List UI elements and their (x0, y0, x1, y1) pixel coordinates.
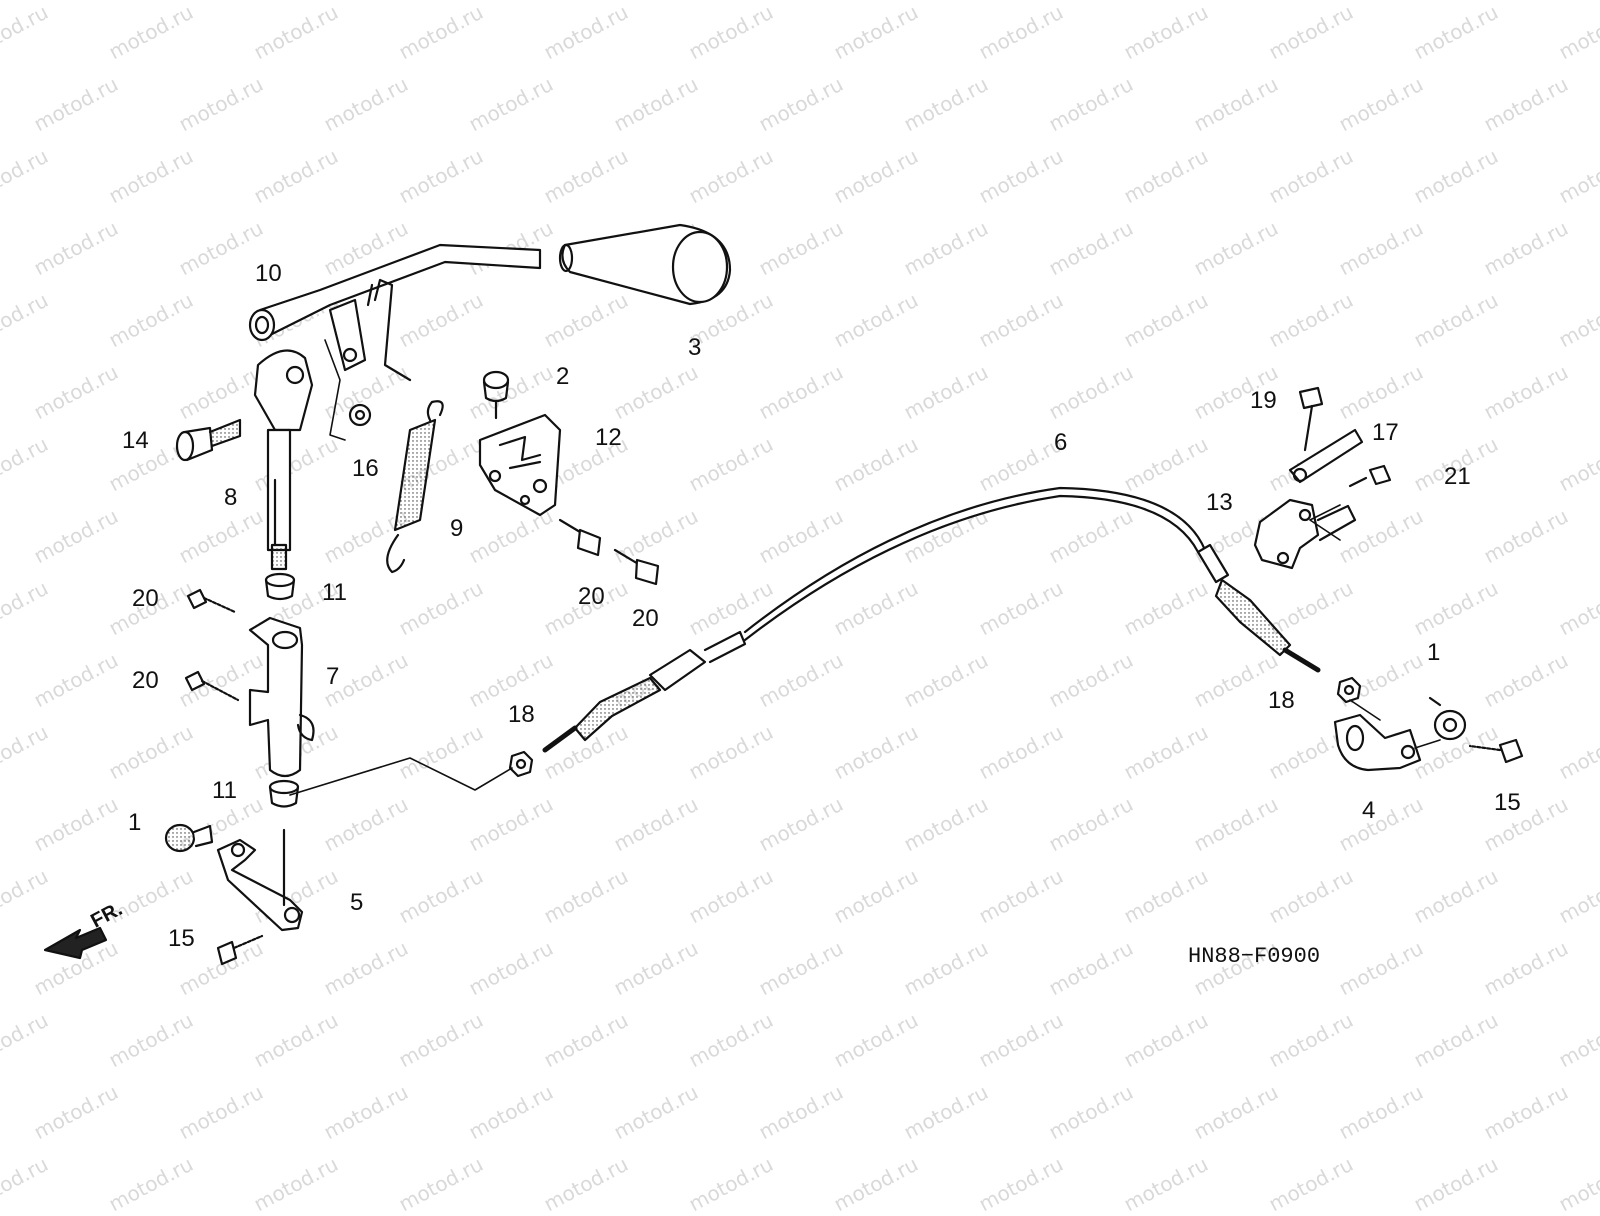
callout-11-upper: 11 (322, 579, 347, 606)
callout-16: 16 (352, 455, 379, 482)
callout-8: 8 (224, 484, 237, 511)
callout-1-left: 1 (128, 809, 141, 836)
callout-4: 4 (1362, 797, 1375, 824)
gate-plate-part (478, 413, 562, 517)
nut-part-16 (348, 403, 372, 427)
bolt-part-19 (1298, 386, 1324, 452)
callout-20-plate-a: 20 (578, 583, 605, 610)
bolt-part-15-right (1468, 738, 1524, 764)
bolt-part-20-plate-a (558, 518, 602, 557)
collar-bolt-part (175, 418, 242, 462)
bolt-part-20-left-a (186, 588, 237, 614)
callout-3: 3 (688, 334, 701, 361)
callout-2: 2 (556, 363, 569, 390)
shift-shaft-part (253, 349, 314, 571)
bolt-part-21 (1348, 464, 1392, 488)
shift-arm-part (216, 828, 304, 932)
cable-clamp-part-4 (1333, 713, 1422, 772)
callout-20-left-a: 20 (132, 585, 159, 612)
callout-18-right: 18 (1268, 687, 1295, 714)
nut-part-18-right (1336, 676, 1362, 704)
callout-15-right: 15 (1494, 789, 1521, 816)
lever-grip-part (558, 223, 732, 306)
cable-bracket-part-13 (1253, 498, 1357, 570)
callout-9: 9 (450, 515, 463, 542)
bushing-part-11-upper (264, 572, 296, 601)
callout-5: 5 (350, 889, 363, 916)
callout-12: 12 (595, 424, 622, 451)
front-direction-label: FR. (87, 898, 126, 933)
shaft-holder-part (248, 616, 315, 778)
front-direction-arrow-icon (43, 926, 108, 960)
pin-part-2 (482, 370, 510, 420)
ball-joint-part-1-right (1428, 696, 1467, 741)
callout-18-left: 18 (508, 701, 535, 728)
callout-21: 21 (1444, 463, 1471, 490)
bushing-part-11-lower (268, 779, 300, 808)
shift-cable-part (542, 486, 1321, 753)
nut-part-18-left (508, 750, 534, 778)
callout-19: 19 (1250, 387, 1277, 414)
assembly-leader-lines (289, 339, 1441, 796)
shift-lever-part (248, 243, 542, 382)
return-spring-part (386, 400, 444, 574)
callout-11-lower: 11 (212, 777, 237, 804)
callout-20-left-b: 20 (132, 667, 159, 694)
bolt-part-15-left (216, 934, 264, 966)
callout-1-right: 1 (1427, 639, 1440, 666)
callout-7: 7 (326, 663, 339, 690)
callout-15-left: 15 (168, 925, 195, 952)
callout-13: 13 (1206, 489, 1233, 516)
diagram-code: HN88−F0900 (1188, 944, 1320, 969)
callout-6: 6 (1054, 429, 1067, 456)
bolt-part-20-left-b (184, 670, 240, 702)
stay-part-17 (1288, 428, 1364, 484)
ball-joint-part-1-left (164, 823, 214, 853)
callout-14: 14 (122, 427, 149, 454)
callout-20-plate-b: 20 (632, 605, 659, 632)
bolt-part-20-plate-b (613, 548, 660, 586)
callout-17: 17 (1372, 419, 1399, 446)
callout-10: 10 (255, 260, 282, 287)
